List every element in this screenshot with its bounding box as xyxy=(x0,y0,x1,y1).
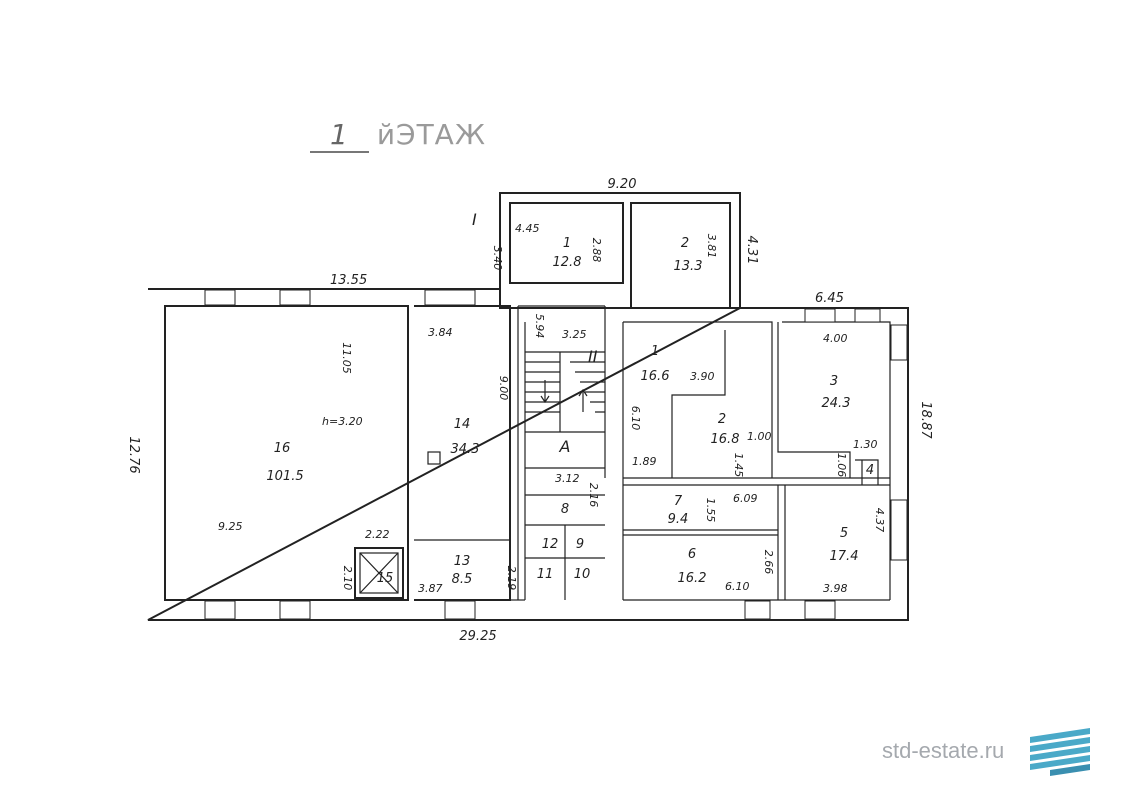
dim-left-height: 12.76 xyxy=(126,436,141,473)
dim-label: 1.45 xyxy=(732,453,745,478)
stairs xyxy=(525,351,605,432)
interior-partitions xyxy=(414,305,891,601)
dim-label: 3.90 xyxy=(690,370,715,383)
room-number: 1 xyxy=(563,236,571,251)
dim-label: 3.12 xyxy=(555,472,580,485)
dim-right-top: 6.45 xyxy=(815,291,844,306)
dim-label: 9.00 xyxy=(497,376,510,401)
dim-label: 2.22 xyxy=(365,528,390,541)
stair-mark: A xyxy=(559,437,571,456)
room-area: 16.8 xyxy=(711,432,740,447)
brand-link[interactable]: std-estate.ru xyxy=(882,738,1005,763)
room-area: 13.3 xyxy=(674,259,703,274)
dim-label: 3.81 xyxy=(705,234,718,259)
dim-label: 3.87 xyxy=(418,582,443,595)
dim-label: 3.25 xyxy=(562,328,587,341)
dim-label: 9.25 xyxy=(218,520,243,533)
annex-walls xyxy=(499,192,741,309)
room-number: 1 xyxy=(651,344,659,359)
lift-shaft xyxy=(354,547,404,599)
dim-label: 6.10 xyxy=(629,406,642,431)
room-number: 2 xyxy=(718,412,726,427)
dim-label: 4.45 xyxy=(515,222,540,235)
dim-top-annex: 9.20 xyxy=(608,177,637,192)
dim-label: 6.10 xyxy=(725,580,750,593)
brand-logo-icon xyxy=(1030,728,1090,776)
room-number: 6 xyxy=(688,547,696,562)
dim-label: 2.66 xyxy=(762,550,775,575)
room-area: 16.2 xyxy=(678,571,707,586)
dim-bottom: 29.25 xyxy=(459,629,496,644)
dim-label: 4.37 xyxy=(873,508,886,533)
dim-label: 4.00 xyxy=(823,332,848,345)
dim-label: 1.06 xyxy=(835,453,848,478)
room-number: 11 xyxy=(537,567,554,582)
dim-label: 3.40 xyxy=(491,246,504,271)
dim-label: 2.16 xyxy=(587,483,600,508)
room-number: 10 xyxy=(574,567,591,582)
dim-label: 1.55 xyxy=(704,498,717,523)
room-area: 17.4 xyxy=(830,549,859,564)
room-number: 2 xyxy=(681,236,689,251)
room-number: 12 xyxy=(542,537,559,552)
building-walls xyxy=(147,288,909,621)
dim-annex-right: 4.31 xyxy=(744,236,759,265)
room-area: 34.3 xyxy=(451,442,480,457)
dim-label: 3.84 xyxy=(428,326,453,339)
room-number: 5 xyxy=(840,526,848,541)
room-area: 8.5 xyxy=(452,572,473,587)
room-area: 16.6 xyxy=(641,369,670,384)
dim-label: 2.19 xyxy=(505,566,518,591)
room-number: 13 xyxy=(454,554,471,569)
dim-label: 1.89 xyxy=(632,455,657,468)
room-number: 16 xyxy=(274,441,291,456)
room-number: 9 xyxy=(576,537,584,552)
dim-label: h=3.20 xyxy=(322,415,363,428)
room-number: 15 xyxy=(377,571,394,586)
floor-title-text: йЭТАЖ xyxy=(376,118,486,151)
room-number: 4 xyxy=(866,463,874,478)
room-area: 24.3 xyxy=(822,396,851,411)
room-area: 12.8 xyxy=(553,255,582,270)
room-number: 8 xyxy=(561,502,569,517)
dim-left-top: 13.55 xyxy=(330,273,367,288)
room-area: 9.4 xyxy=(668,512,689,527)
dim-label: 6.09 xyxy=(733,492,758,505)
dim-label: 11.05 xyxy=(340,342,353,374)
windows xyxy=(204,289,908,620)
dim-label: 5.94 xyxy=(533,314,546,339)
dim-label: 3.98 xyxy=(823,582,848,595)
entrance-2-mark: II xyxy=(588,347,598,366)
dim-right-height: 18.87 xyxy=(918,401,933,439)
dim-label: 2.88 xyxy=(590,238,603,263)
floor-number: 1 xyxy=(310,118,369,153)
entrance-1-mark: I xyxy=(472,210,477,229)
dim-label: 1.00 xyxy=(747,430,772,443)
dim-label: 2.10 xyxy=(341,566,354,591)
room-number: 3 xyxy=(830,374,838,389)
room-number: 7 xyxy=(674,494,683,509)
room-area: 101.5 xyxy=(266,469,303,484)
room-number: 14 xyxy=(454,417,471,432)
dim-label: 1.30 xyxy=(853,438,878,451)
